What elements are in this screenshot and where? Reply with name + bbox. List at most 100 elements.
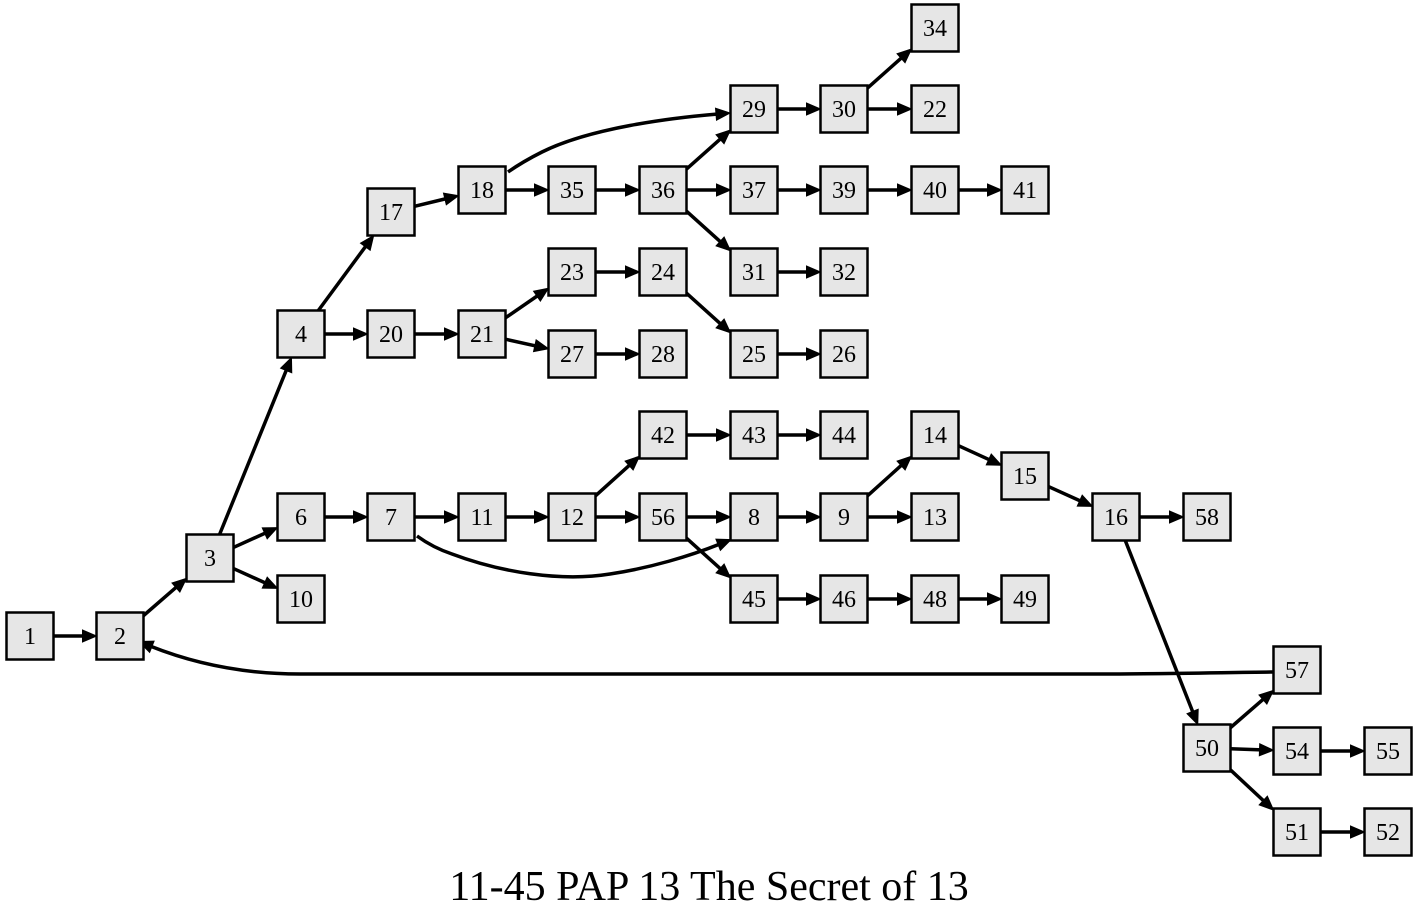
node-21: 21 xyxy=(457,309,507,359)
node-box xyxy=(1182,492,1232,542)
arrowhead-icon xyxy=(1258,742,1275,757)
node-box xyxy=(5,611,55,661)
edge-45-46 xyxy=(777,592,822,606)
node-label: 1 xyxy=(24,624,36,650)
node-label: 26 xyxy=(832,342,856,368)
node-box xyxy=(1363,807,1413,857)
node-box xyxy=(457,492,507,542)
arrowhead-icon xyxy=(806,183,822,197)
node-box xyxy=(729,410,779,460)
edge-51-52 xyxy=(1320,825,1366,839)
node-label: 7 xyxy=(385,505,397,531)
edge-line xyxy=(149,644,1274,676)
edge-line xyxy=(685,209,723,245)
node-label: 9 xyxy=(838,505,850,531)
node-24: 24 xyxy=(638,247,688,297)
arrowhead-icon xyxy=(897,183,913,197)
node-box xyxy=(366,492,416,542)
node-1: 1 xyxy=(5,611,55,661)
arrowhead-icon xyxy=(261,527,279,540)
node-box xyxy=(185,533,235,583)
node-label: 20 xyxy=(379,322,403,348)
node-label: 13 xyxy=(923,505,947,531)
node-48: 48 xyxy=(910,574,960,624)
node-10: 10 xyxy=(276,574,326,624)
arrowhead-icon xyxy=(625,183,641,197)
node-18: 18 xyxy=(457,165,507,215)
arrowhead-icon xyxy=(444,510,460,524)
edge-43-44 xyxy=(777,428,822,442)
arrowhead-icon xyxy=(1350,744,1366,758)
edge-line xyxy=(316,244,368,312)
node-13: 13 xyxy=(910,492,960,542)
edges-layer xyxy=(53,48,1366,839)
node-box xyxy=(819,410,869,460)
node-box xyxy=(638,329,688,379)
node-box xyxy=(819,247,869,297)
node-label: 51 xyxy=(1285,820,1309,846)
arrowhead-icon xyxy=(715,538,733,552)
arrowhead-icon xyxy=(1350,825,1366,839)
edge-4-20 xyxy=(324,327,369,341)
node-55: 55 xyxy=(1363,726,1413,776)
edge-23-24 xyxy=(595,265,641,279)
arrowhead-icon xyxy=(359,234,375,252)
node-label: 48 xyxy=(923,587,947,613)
edge-20-21 xyxy=(414,327,460,341)
node-label: 58 xyxy=(1195,505,1219,531)
node-28: 28 xyxy=(638,329,688,379)
node-label: 55 xyxy=(1376,739,1400,765)
node-box xyxy=(910,410,960,460)
node-box xyxy=(1000,574,1050,624)
node-box xyxy=(819,165,869,215)
arrowhead-icon xyxy=(532,287,550,302)
node-37: 37 xyxy=(729,165,779,215)
edge-56-8 xyxy=(686,510,732,524)
node-label: 16 xyxy=(1104,505,1128,531)
arrowhead-icon xyxy=(534,183,550,197)
node-41: 41 xyxy=(1000,165,1050,215)
node-8: 8 xyxy=(729,492,779,542)
edge-36-37 xyxy=(686,183,732,197)
node-29: 29 xyxy=(729,84,779,134)
node-7: 7 xyxy=(366,492,416,542)
node-23: 23 xyxy=(547,247,597,297)
edge-line xyxy=(505,337,538,348)
node-49: 49 xyxy=(1000,574,1050,624)
edge-8-9 xyxy=(777,510,822,524)
node-label: 56 xyxy=(651,505,675,531)
arrowhead-icon xyxy=(625,510,641,524)
node-52: 52 xyxy=(1363,807,1413,857)
node-box xyxy=(638,247,688,297)
node-box xyxy=(457,309,507,359)
node-14: 14 xyxy=(910,410,960,460)
edge-50-57 xyxy=(1229,689,1275,729)
node-box xyxy=(729,574,779,624)
node-box xyxy=(1363,726,1413,776)
edge-46-48 xyxy=(867,592,913,606)
node-44: 44 xyxy=(819,410,869,460)
arrowhead-icon xyxy=(714,107,732,121)
node-box xyxy=(729,329,779,379)
edge-29-30 xyxy=(777,102,822,116)
node-label: 17 xyxy=(379,200,403,226)
node-box xyxy=(547,329,597,379)
arrowhead-icon xyxy=(716,428,732,442)
node-label: 18 xyxy=(470,178,494,204)
node-box xyxy=(1000,451,1050,501)
node-label: 11 xyxy=(470,505,493,531)
edge-line xyxy=(232,530,268,550)
node-label: 43 xyxy=(742,423,766,449)
arrowhead-icon xyxy=(624,455,641,471)
arrowhead-icon xyxy=(625,265,641,279)
node-box xyxy=(819,492,869,542)
edge-3-4 xyxy=(217,356,293,536)
edge-line xyxy=(866,462,904,498)
node-label: 44 xyxy=(832,423,856,449)
edge-line xyxy=(685,291,723,327)
arrowhead-icon xyxy=(715,563,732,579)
node-box xyxy=(638,492,688,542)
edge-line xyxy=(866,55,904,90)
edge-line xyxy=(685,136,723,171)
